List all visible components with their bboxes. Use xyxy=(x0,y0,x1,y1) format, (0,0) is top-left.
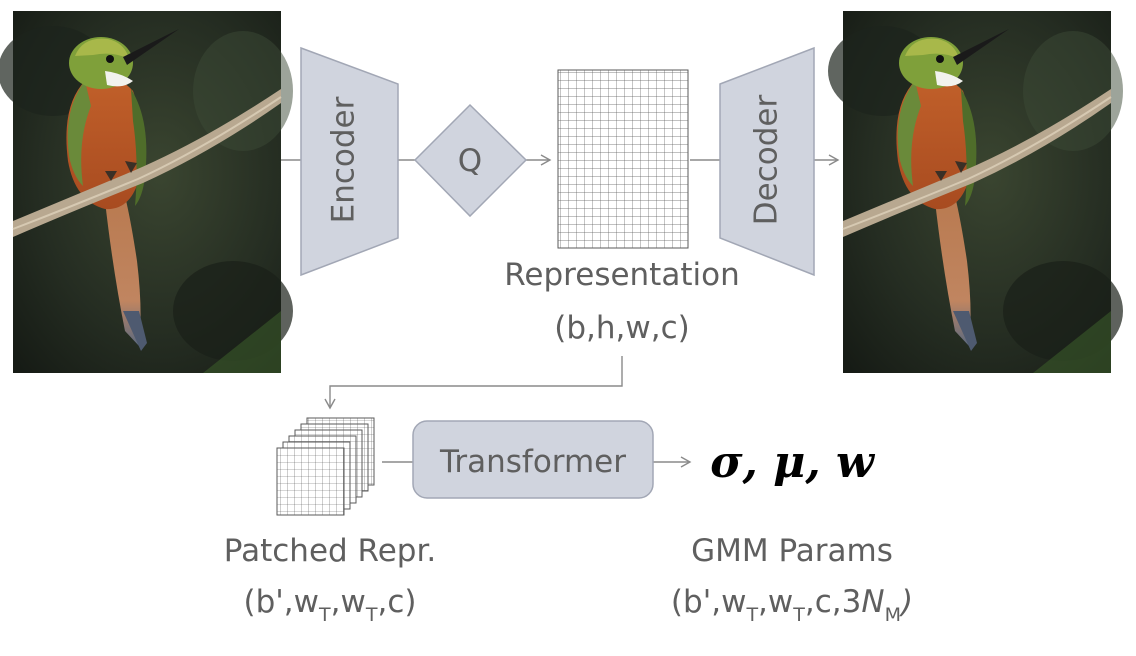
patched-repr-shape: (b',wT,wT,c) xyxy=(244,584,417,626)
quantizer-label: Q xyxy=(458,143,482,179)
decoder-block: Decoder xyxy=(719,46,815,277)
representation-label: Representation xyxy=(504,257,739,293)
encoder-label: Encoder xyxy=(326,96,362,223)
patching-connector xyxy=(324,356,623,410)
decoder-label: Decoder xyxy=(749,95,785,226)
transformer-label: Transformer xyxy=(439,444,626,480)
representation-shape: (b,h,w,c) xyxy=(554,310,689,346)
input-image xyxy=(0,10,294,374)
representation-grid xyxy=(557,69,689,249)
quantizer-block: Q xyxy=(413,103,528,218)
patched-repr-label: Patched Repr. xyxy=(224,533,436,569)
gmm-params-label: GMM Params xyxy=(691,533,893,569)
encoder-block: Encoder xyxy=(300,46,399,277)
patched-repr-stack xyxy=(276,417,375,516)
gmm-params-shape: (b',wT,wT,c,3NM) xyxy=(671,584,913,626)
reconstructed-image xyxy=(827,10,1124,374)
transformer-block: Transformer xyxy=(412,420,654,499)
gmm-params-symbols: σ, μ, w xyxy=(710,437,876,488)
